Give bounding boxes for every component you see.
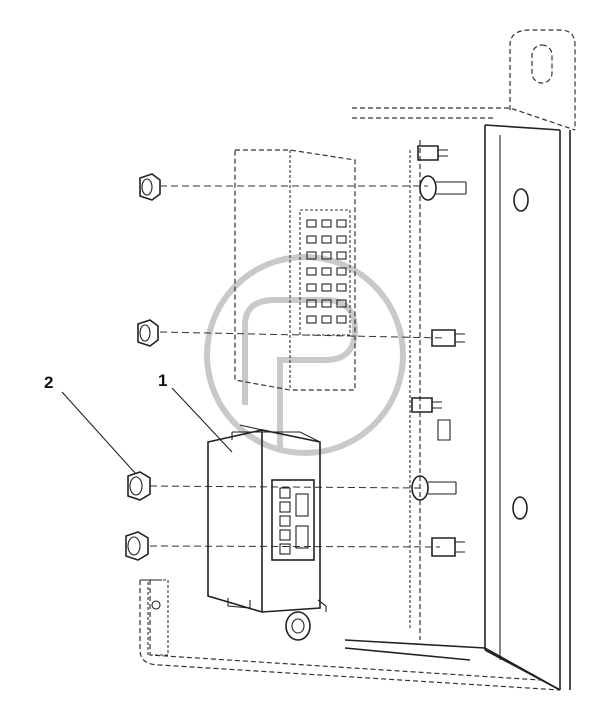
callout-2: 2 (44, 373, 137, 475)
stud-lower-3 (411, 475, 457, 501)
stud-lower-4 (431, 537, 465, 557)
assembly-centerlines (149, 185, 446, 548)
stud-upper-1 (417, 145, 448, 161)
callout-1: 1 (158, 371, 233, 453)
control-module (207, 424, 327, 641)
stud-mid (431, 329, 465, 347)
stud-upper-2 (419, 175, 467, 201)
nut-item-2-b (125, 531, 149, 561)
nut-mid (137, 319, 159, 347)
mounting-bracket (344, 29, 576, 691)
exploded-nuts (125, 173, 161, 561)
lower-bracket (139, 579, 561, 691)
nut-item-2-a (127, 471, 151, 501)
bracket-studs (411, 145, 467, 557)
stud-lower-1 (411, 397, 442, 413)
callout-label-2: 2 (44, 373, 53, 392)
callout-label-1: 1 (158, 371, 167, 390)
stud-lower-2 (437, 419, 451, 441)
watermark-logo (204, 254, 406, 456)
nut-upper (139, 173, 161, 201)
